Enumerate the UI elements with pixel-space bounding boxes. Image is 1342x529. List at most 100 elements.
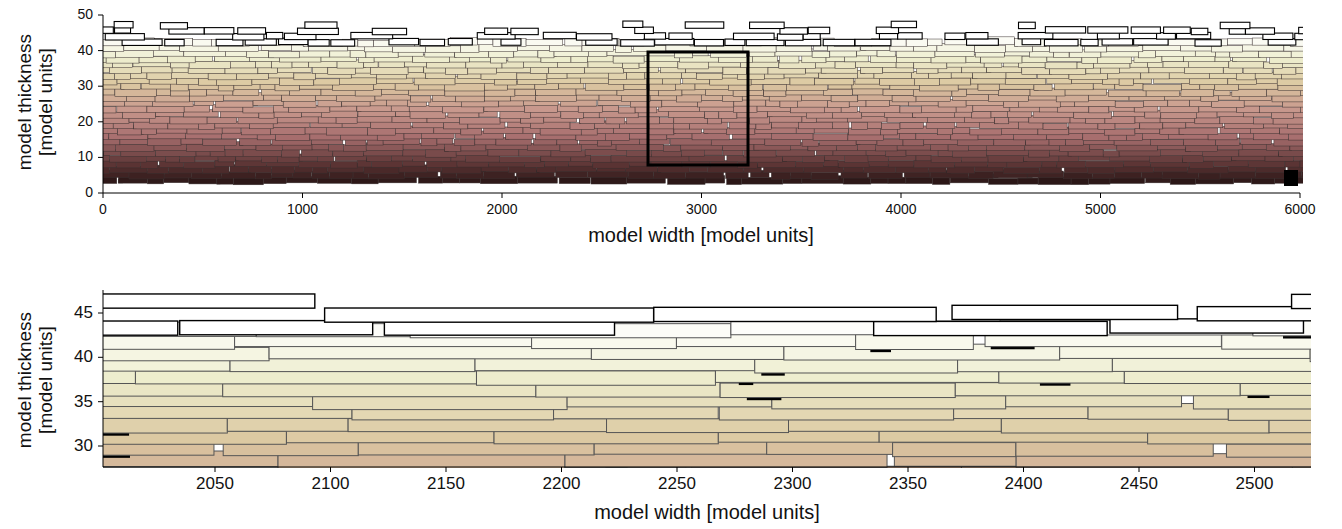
brick xyxy=(1296,67,1303,74)
axis-tick xyxy=(1300,193,1301,198)
tick-label: 2100 xyxy=(312,475,350,494)
brick xyxy=(578,106,602,113)
axis-tick xyxy=(1100,193,1101,198)
brick xyxy=(957,139,994,145)
brick xyxy=(237,73,269,79)
brick xyxy=(823,39,854,45)
tick-label: 30 xyxy=(77,78,93,93)
brick xyxy=(103,106,116,113)
brick xyxy=(900,122,924,128)
brick xyxy=(103,45,124,51)
brick xyxy=(448,39,472,45)
brick xyxy=(690,40,724,46)
brick xyxy=(1081,39,1098,45)
brick xyxy=(298,161,330,168)
brick xyxy=(495,79,517,85)
brick xyxy=(411,96,431,102)
brick xyxy=(1115,101,1143,107)
brick xyxy=(685,22,724,28)
brick xyxy=(476,371,715,385)
brick xyxy=(891,21,916,27)
brick xyxy=(180,156,195,162)
axis-tick xyxy=(98,121,103,122)
brick xyxy=(386,99,407,105)
brick xyxy=(216,101,253,107)
brick xyxy=(711,139,748,146)
brick xyxy=(269,51,299,57)
tick-label: 2050 xyxy=(196,475,234,494)
brick xyxy=(203,139,237,146)
brick xyxy=(225,150,243,157)
brick xyxy=(403,150,426,156)
brick xyxy=(928,39,942,46)
brick xyxy=(1003,167,1039,173)
zoom-box xyxy=(648,52,748,165)
brick xyxy=(576,34,612,40)
brick xyxy=(1253,118,1273,124)
brick xyxy=(348,419,606,432)
tick-label: 0 xyxy=(99,202,107,217)
brick xyxy=(461,44,479,52)
tick-label: 1000 xyxy=(287,202,318,217)
brick xyxy=(1198,173,1220,180)
axis-line xyxy=(103,15,104,193)
brick xyxy=(1119,78,1133,85)
brick xyxy=(880,78,915,85)
brick xyxy=(855,39,891,45)
brick xyxy=(314,79,339,85)
brick xyxy=(1104,129,1135,135)
axis-tick xyxy=(98,193,103,194)
brick xyxy=(282,149,300,157)
axis-tick xyxy=(561,467,562,472)
brick xyxy=(932,178,949,185)
axis-title: model width [model units] xyxy=(588,224,814,246)
brick xyxy=(899,133,915,140)
axis-tick xyxy=(98,15,103,16)
brick xyxy=(1226,444,1311,457)
brick xyxy=(565,453,887,467)
brick xyxy=(1045,62,1077,69)
brick xyxy=(613,56,644,63)
brick xyxy=(896,50,935,57)
brick xyxy=(815,78,854,85)
brick xyxy=(1015,39,1047,47)
tick-label: 2150 xyxy=(427,475,465,494)
axis-line xyxy=(103,467,1311,468)
tick-label: 5000 xyxy=(1085,202,1116,217)
brick xyxy=(823,89,852,95)
brick xyxy=(1018,178,1038,184)
brick xyxy=(621,40,655,46)
brick xyxy=(844,155,868,163)
brick xyxy=(105,34,144,40)
tick-label: 20 xyxy=(77,114,93,129)
brick xyxy=(517,73,547,79)
axis-line xyxy=(103,290,104,467)
brick xyxy=(660,118,674,124)
tick-label: 4000 xyxy=(885,202,916,217)
brick xyxy=(325,308,654,322)
brick xyxy=(427,62,466,68)
brick xyxy=(103,294,315,308)
brick xyxy=(955,383,1240,396)
brick xyxy=(798,122,832,129)
axis-tick xyxy=(1254,467,1255,472)
brick xyxy=(1163,61,1188,68)
brick xyxy=(103,73,115,79)
brick xyxy=(142,66,172,72)
brick xyxy=(326,128,367,135)
brick xyxy=(856,334,974,349)
brick xyxy=(328,68,356,75)
brick xyxy=(768,68,805,74)
brick xyxy=(952,305,1178,319)
brick xyxy=(420,39,445,45)
brick xyxy=(835,62,856,69)
tick-label: 2200 xyxy=(543,475,581,494)
brick xyxy=(851,122,867,129)
brick xyxy=(415,40,450,47)
boundary-block xyxy=(1284,170,1298,186)
brick xyxy=(1089,106,1109,113)
brick xyxy=(705,112,719,119)
brick xyxy=(110,156,147,162)
brick xyxy=(370,67,408,74)
